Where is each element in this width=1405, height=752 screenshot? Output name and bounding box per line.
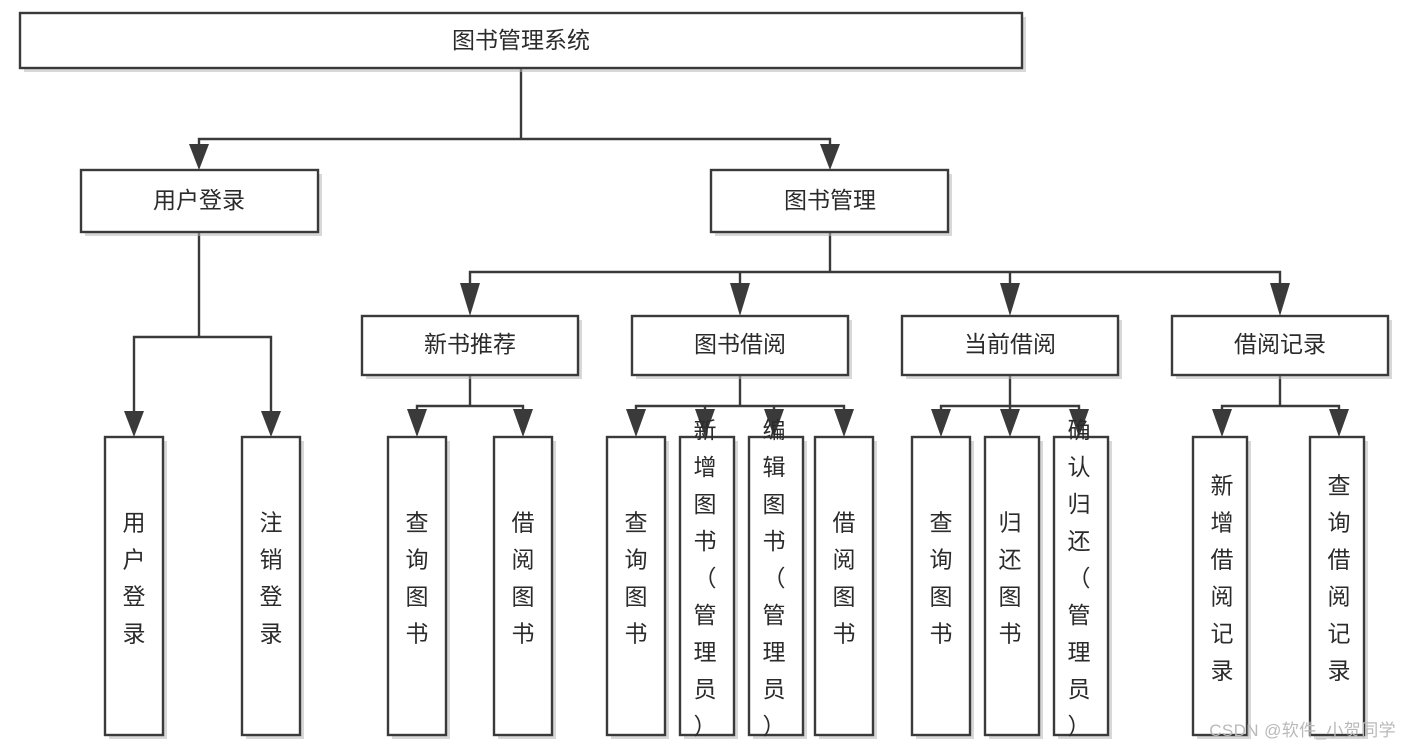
leaf-label: 新增借阅记录 [1211, 473, 1234, 684]
leaf-box [386, 435, 448, 737]
leaf-book-borrow-2[interactable]: 编辑图书（管理员） [747, 417, 807, 739]
arrow-to-leaf-user-login [124, 411, 144, 437]
leaf-borrow-record-0[interactable]: 新增借阅记录 [1191, 435, 1251, 739]
arrow-currentborrow-leaf-1 [1000, 409, 1020, 437]
node-book-manage[interactable]: 图书管理 [709, 168, 952, 236]
user-login-label: 用户登录 [153, 187, 245, 213]
leaf-box [813, 435, 875, 737]
leaf-box [1052, 435, 1110, 737]
root-box [18, 11, 1024, 70]
leaf-label: 新增图书（管理员） [694, 417, 717, 739]
arrow-to-current-borrow [1000, 283, 1020, 316]
node-user-login[interactable]: 用户登录 [79, 168, 322, 236]
new-book-rec-box [360, 314, 580, 377]
arrow-bookborrow-leaf-2 [764, 409, 784, 437]
arrow-to-user-login [189, 144, 209, 170]
leaf-box [240, 435, 302, 737]
leaf-user-login-0[interactable]: 用户登录 [103, 435, 167, 739]
arrow-to-book-borrow [730, 283, 750, 316]
arrow-currentborrow-leaf-2 [1069, 409, 1089, 437]
arrow-borrowrecord-leaf-1 [1329, 409, 1349, 437]
node-current-borrow[interactable]: 当前借阅 [900, 314, 1122, 379]
arrow-to-borrow-record [1270, 283, 1290, 316]
book-borrow-box [630, 314, 850, 377]
leaf-label: 查询图书 [406, 510, 429, 647]
leaf-box [678, 435, 736, 737]
leaf-label: 归还图书 [999, 510, 1022, 647]
arrow-to-new-book-rec [460, 283, 480, 316]
book-manage-box [709, 168, 950, 234]
leaf-box [910, 435, 972, 737]
leaf-box [103, 435, 165, 737]
leaf-label: 确认归还（管理员） [1068, 417, 1091, 739]
leaf-box [747, 435, 805, 737]
leaf-box [983, 435, 1041, 737]
book-borrow-label: 图书借阅 [694, 331, 786, 357]
connector-bookmanage-split [468, 230, 1282, 299]
book-manage-label: 图书管理 [784, 187, 876, 213]
connector-borrowrecord-split [1220, 373, 1341, 427]
leaf-box [605, 435, 667, 737]
leaf-box [1308, 435, 1366, 737]
leaf-current-borrow-2[interactable]: 确认归还（管理员） [1052, 417, 1112, 739]
new-book-rec-label: 新书推荐 [424, 331, 516, 357]
current-borrow-box [900, 314, 1120, 377]
leaf-label: 用户登录 [123, 510, 146, 647]
leaf-label: 查询图书 [930, 510, 953, 647]
arrow-to-leaf-logout [261, 411, 281, 437]
arrow-to-book-manage [820, 144, 840, 170]
arrow-bookborrow-leaf-3 [834, 409, 854, 437]
leaf-current-borrow-1[interactable]: 归还图书 [983, 435, 1043, 739]
borrow-record-box [1170, 314, 1390, 377]
leaf-label: 查询借阅记录 [1328, 473, 1351, 684]
arrow-bookborrow-leaf-1 [695, 409, 715, 437]
leaf-label: 借阅图书 [512, 510, 535, 647]
user-login-box [79, 168, 320, 234]
arrowheads-layer [124, 144, 1349, 437]
root-label: 图书管理系统 [452, 27, 590, 53]
arrow-currentborrow-leaf-0 [931, 409, 951, 437]
leaf-borrow-record-1[interactable]: 查询借阅记录 [1308, 435, 1368, 739]
node-book-borrow[interactable]: 图书借阅 [630, 314, 852, 379]
leaf-new-book-rec-0[interactable]: 查询图书 [386, 435, 450, 739]
leaf-box [492, 435, 554, 737]
leaf-label: 编辑图书（管理员） [763, 417, 786, 739]
connector-userlogin-split [132, 230, 273, 427]
leaf-book-borrow-3[interactable]: 借阅图书 [813, 435, 877, 739]
leaf-book-borrow-1[interactable]: 新增图书（管理员） [678, 417, 738, 739]
node-new-book-rec[interactable]: 新书推荐 [360, 314, 582, 379]
leaf-new-book-rec-1[interactable]: 借阅图书 [492, 435, 556, 739]
arrow-newbook-leaf-1 [513, 409, 533, 437]
leaf-current-borrow-0[interactable]: 查询图书 [910, 435, 974, 739]
arrow-bookborrow-leaf-0 [626, 409, 646, 437]
leaf-label: 查询图书 [625, 510, 648, 647]
connector-root-to-level2 [197, 66, 832, 160]
borrow-record-label: 借阅记录 [1234, 331, 1326, 357]
arrow-newbook-leaf-0 [407, 409, 427, 437]
arrow-borrowrecord-leaf-0 [1212, 409, 1232, 437]
leaf-user-login-1[interactable]: 注销登录 [240, 435, 304, 739]
node-borrow-record[interactable]: 借阅记录 [1170, 314, 1392, 379]
connector-newbook-split [415, 373, 525, 427]
leaf-book-borrow-0[interactable]: 查询图书 [605, 435, 669, 739]
leaf-label: 借阅图书 [833, 510, 856, 647]
leaf-label: 注销登录 [260, 510, 283, 647]
leaf-box [1191, 435, 1249, 737]
connector-bookborrow-split [634, 373, 846, 427]
node-root[interactable]: 图书管理系统 [18, 11, 1026, 72]
current-borrow-label: 当前借阅 [964, 331, 1056, 357]
